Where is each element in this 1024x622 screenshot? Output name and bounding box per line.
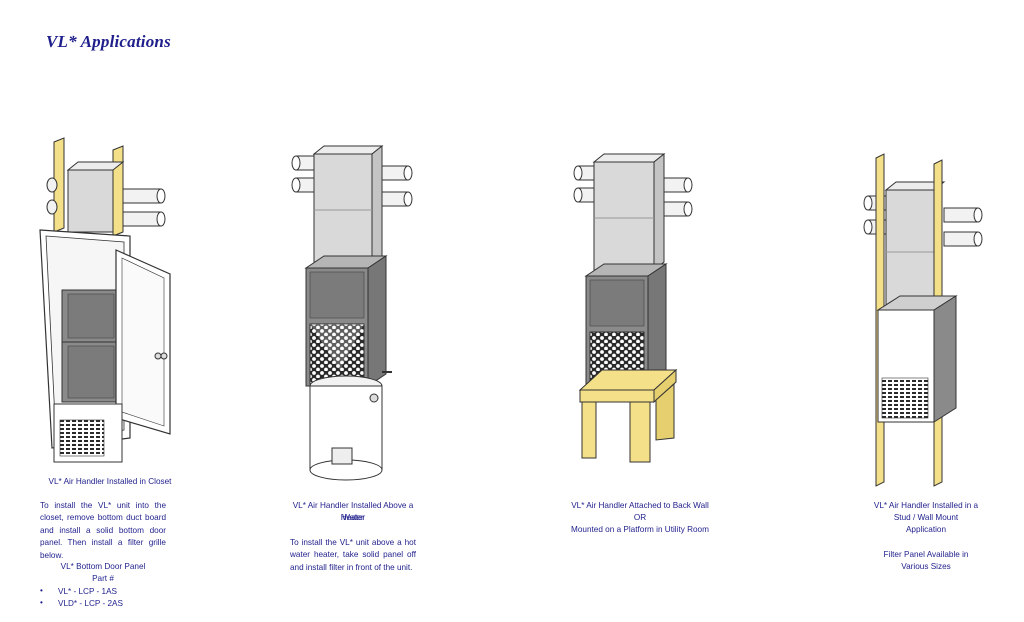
water-heater-description: To install the VL* unit above a hot wate… bbox=[290, 538, 416, 572]
part-number: VL* - LCP - 1AS bbox=[58, 587, 118, 596]
stud-caption-line2: Stud / Wall Mount bbox=[893, 513, 959, 522]
stud-wall-illustration bbox=[863, 153, 983, 487]
bullet-icon: • bbox=[40, 586, 43, 595]
platform-caption-line2: OR bbox=[633, 513, 647, 522]
water-heater-caption-line1: VL* Air Handler Installed Above a Water bbox=[292, 501, 414, 523]
closet-illustration bbox=[39, 137, 171, 463]
filter-note-line1: Filter Panel Available in bbox=[883, 550, 969, 559]
stud-caption-line3: Application bbox=[905, 525, 947, 534]
water-heater-caption-line2: Heater bbox=[340, 513, 366, 522]
stud-caption-line1: VL* Air Handler Installed in a bbox=[873, 501, 979, 510]
page-title: VL* Applications bbox=[46, 32, 171, 51]
water-heater-illustration bbox=[291, 144, 413, 481]
filter-note-line2: Various Sizes bbox=[901, 562, 951, 571]
platform-illustration bbox=[573, 152, 693, 463]
platform-caption-line1: VL* Air Handler Attached to Back Wall bbox=[571, 501, 709, 510]
closet-caption: VL* Air Handler Installed in Closet bbox=[48, 477, 172, 486]
bullet-icon: • bbox=[40, 598, 43, 607]
part-number: VLD* - LCP - 2AS bbox=[58, 599, 123, 608]
door-panel-part-label: Part # bbox=[92, 574, 114, 583]
closet-description: To install the VL* unit into the closet,… bbox=[40, 501, 166, 560]
door-panel-heading: VL* Bottom Door Panel bbox=[60, 562, 146, 571]
platform-caption-line3: Mounted on a Platform in Utility Room bbox=[571, 525, 709, 534]
